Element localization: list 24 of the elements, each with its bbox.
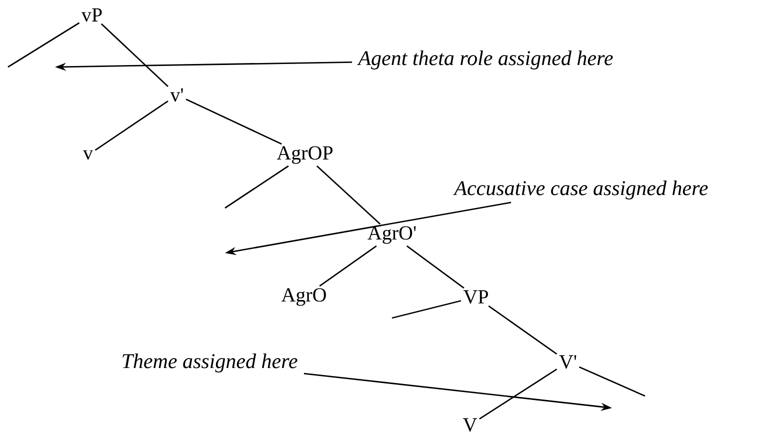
tree-branch: [578, 366, 646, 397]
tree-branch: [224, 165, 289, 209]
tree-branch: [316, 165, 381, 225]
tree-node-label: VP: [463, 290, 488, 304]
tree-node-label: AgrO': [368, 226, 416, 244]
tree-branch: [8, 22, 80, 68]
tree-branch: [94, 100, 168, 151]
tree-branch: [406, 245, 464, 289]
tree-branch: [186, 98, 282, 145]
tree-node-label: v': [170, 88, 183, 102]
annotation-text: Accusative case assigned here: [453, 180, 708, 200]
tree-branch: [319, 245, 377, 287]
tree-node-label: V: [463, 418, 477, 432]
tree-branch: [392, 300, 462, 319]
tree-branch: [479, 368, 558, 420]
tree-branch: [488, 305, 558, 355]
tree-node-label: AgrOP: [276, 146, 333, 164]
tree-node-label: v: [83, 150, 93, 160]
tree-node-label: vP: [81, 8, 102, 22]
annotation-text: Theme assigned here: [122, 353, 298, 373]
tree-branch: [100, 23, 168, 88]
annotation-text: Agent theta role assigned here: [357, 50, 613, 70]
tree-node-label: AgrO: [281, 288, 326, 306]
tree-node-label: V': [559, 355, 576, 369]
